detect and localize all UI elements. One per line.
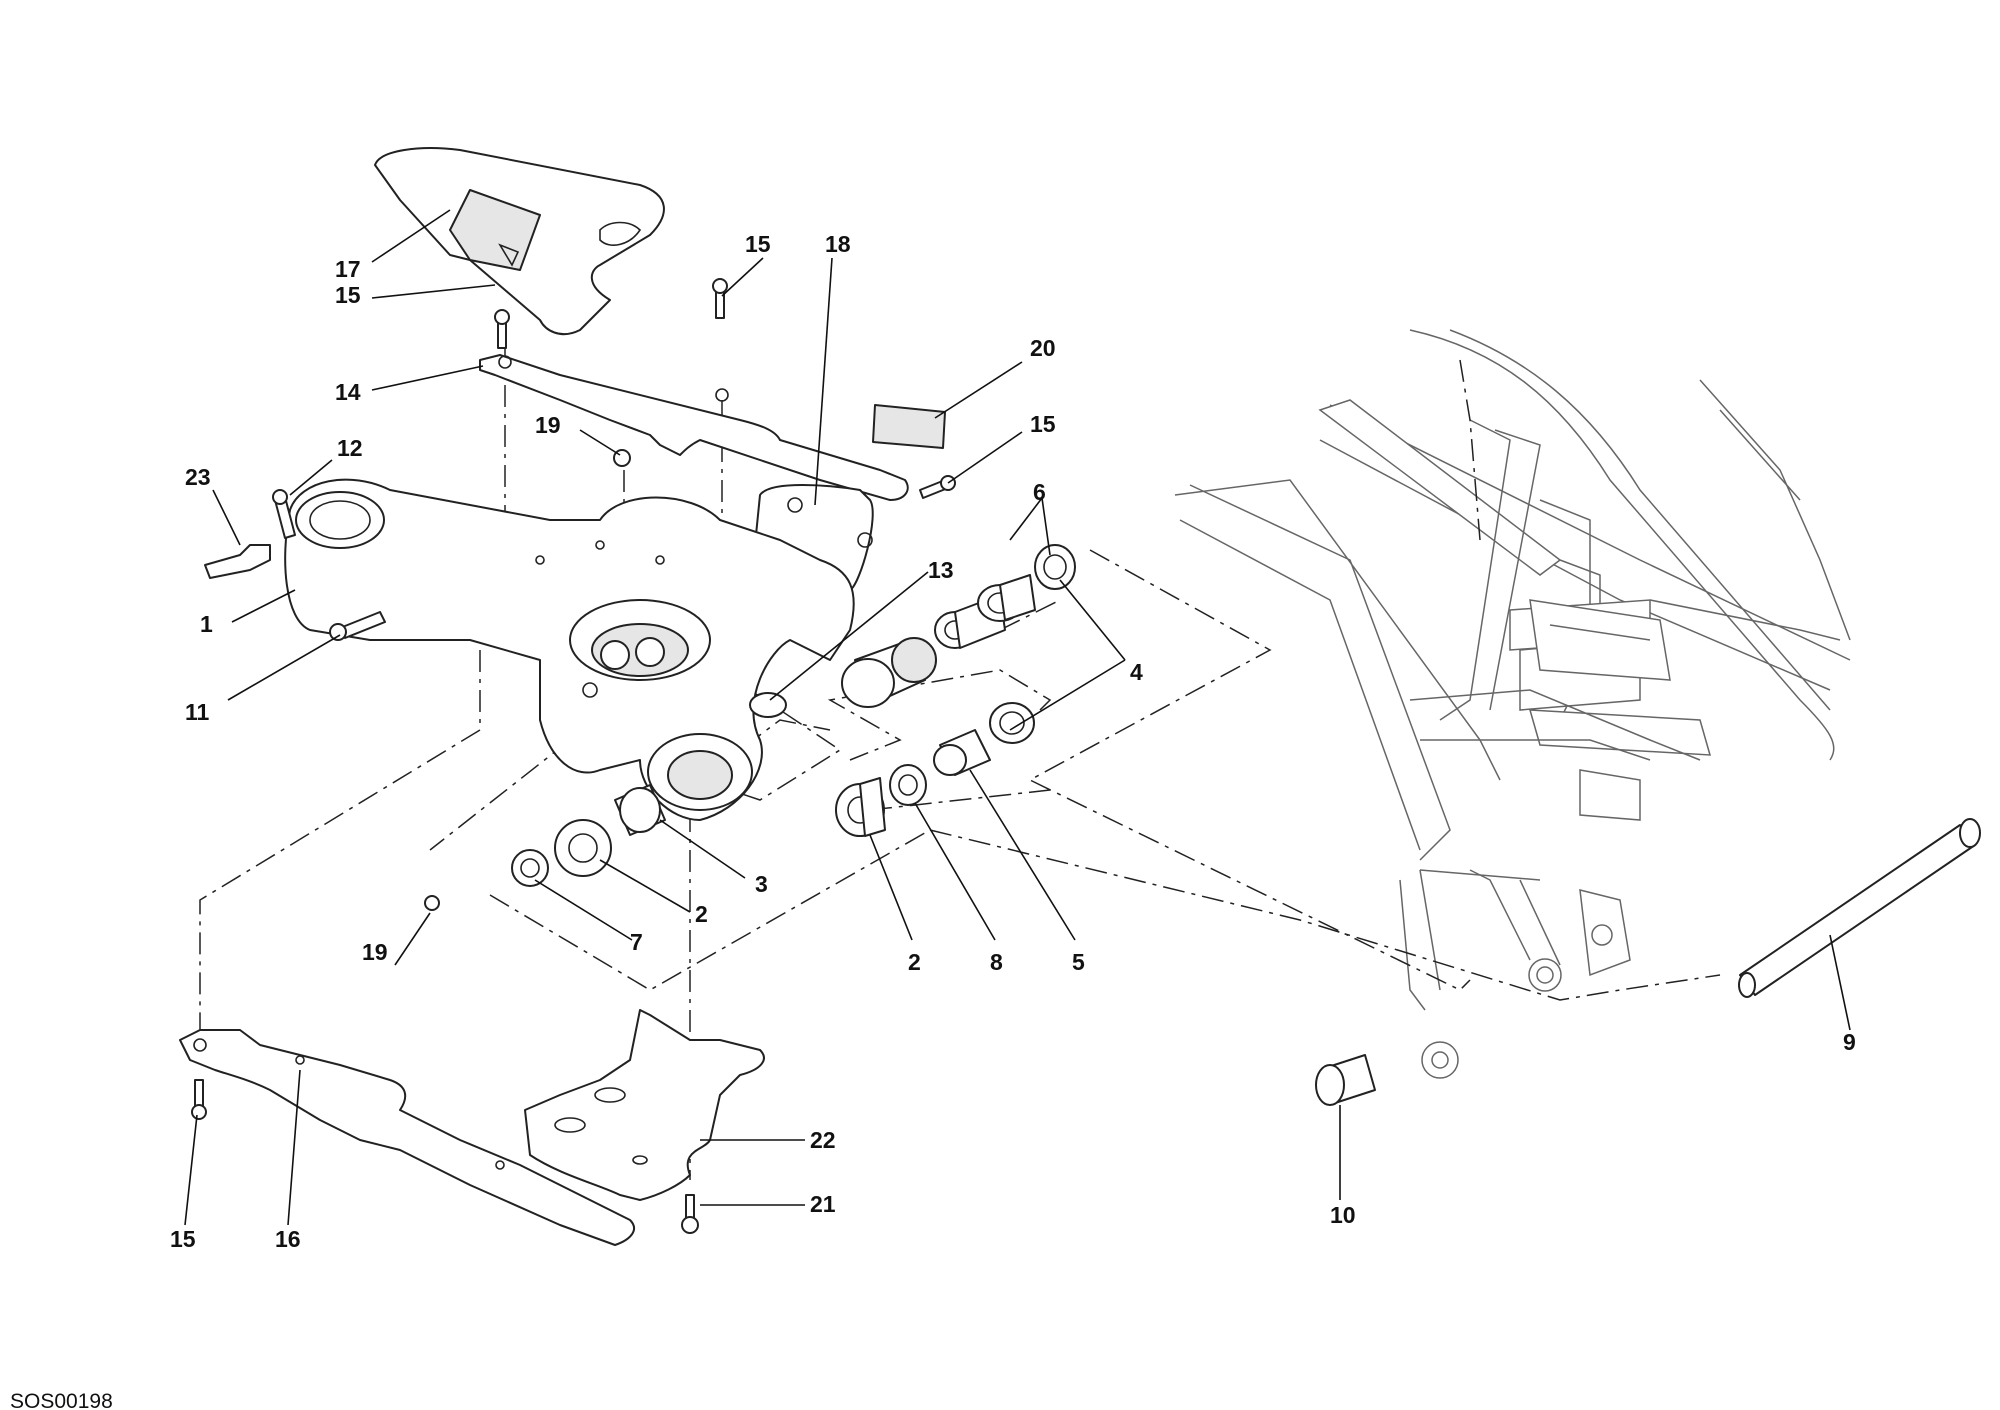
skid-plate xyxy=(524,1009,765,1201)
callout-7: 7 xyxy=(630,929,643,955)
callout-3: 3 xyxy=(755,871,768,897)
leader-lines xyxy=(184,209,1851,1226)
callout-2-right: 2 xyxy=(908,949,921,975)
callout-1: 1 xyxy=(200,611,213,637)
callout-2-left: 2 xyxy=(695,901,708,927)
swingarm xyxy=(284,478,855,821)
callout-4: 4 xyxy=(1130,659,1143,685)
callout-15-bottom: 15 xyxy=(170,1226,196,1252)
callout-15-top-left: 15 xyxy=(335,282,361,308)
callout-labels: 17 15 15 18 20 14 19 15 12 23 6 1 13 4 1… xyxy=(170,231,1856,1252)
bushings-and-bearings xyxy=(511,544,1076,887)
fasteners xyxy=(191,278,1981,1234)
label-sticker xyxy=(872,404,946,449)
callout-23: 23 xyxy=(185,464,211,490)
callout-15-top-right: 15 xyxy=(745,231,771,257)
callout-21: 21 xyxy=(810,1191,836,1217)
callout-22: 22 xyxy=(810,1127,836,1153)
callout-13: 13 xyxy=(928,557,954,583)
callout-5: 5 xyxy=(1072,949,1085,975)
chain-slider xyxy=(179,1029,635,1246)
callout-14: 14 xyxy=(335,379,361,405)
callout-6: 6 xyxy=(1033,479,1046,505)
callout-16: 16 xyxy=(275,1226,301,1252)
callout-15-right: 15 xyxy=(1030,411,1056,437)
callout-8: 8 xyxy=(990,949,1003,975)
diagram-code: SOS00198 xyxy=(10,1390,113,1410)
callout-19-top: 19 xyxy=(535,412,561,438)
callout-17: 17 xyxy=(335,256,361,282)
chain-guard xyxy=(374,147,665,336)
motorcycle-frame xyxy=(1174,329,1851,1079)
callout-12: 12 xyxy=(337,435,363,461)
callout-19-bottom: 19 xyxy=(362,939,388,965)
cover-plate xyxy=(479,354,909,501)
callout-18: 18 xyxy=(825,231,851,257)
callout-11: 11 xyxy=(185,699,210,725)
callout-9: 9 xyxy=(1843,1029,1856,1055)
callout-10: 10 xyxy=(1330,1202,1356,1228)
callout-20: 20 xyxy=(1030,335,1056,361)
